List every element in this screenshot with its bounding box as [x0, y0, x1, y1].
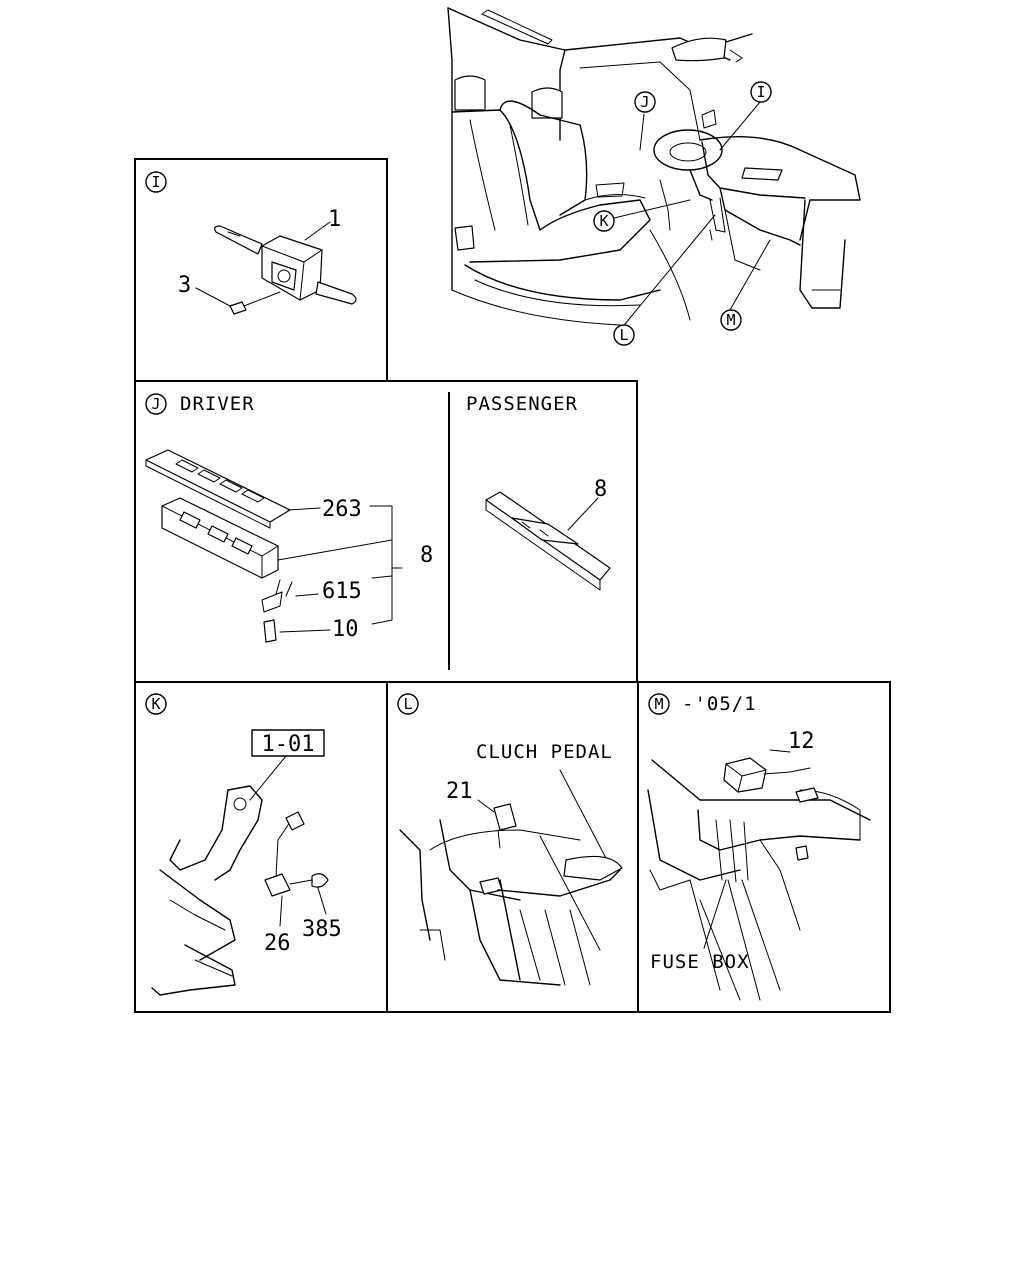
panel-k-part-26: 26 [264, 931, 291, 956]
panel-j-letter: J [151, 395, 160, 413]
panel-i-part-3: 3 [178, 273, 191, 298]
overview-callout-l: L [619, 326, 628, 344]
overview-callout-i: I [756, 83, 765, 101]
panel-j-part-8: 8 [420, 543, 433, 568]
overview-callout-k: K [599, 212, 608, 230]
panel-i-part-1: 1 [328, 207, 341, 232]
panel-j-part-10: 10 [332, 617, 359, 642]
panel-l-letter: L [403, 695, 412, 713]
panel-j-part-263: 263 [322, 497, 362, 522]
panel-j-power-window-switch: J DRIVER PASSENGER 263 8 615 10 [134, 380, 638, 683]
panel-m-part-12: 12 [788, 729, 815, 754]
panel-l-title: CLUCH PEDAL [476, 741, 613, 763]
panel-m-letter: M [654, 695, 663, 713]
panel-j-part-615: 615 [322, 579, 362, 604]
panel-m-title: -'05/1 [682, 693, 757, 715]
panel-l-part-21: 21 [446, 779, 473, 804]
panel-j-title-driver: DRIVER [180, 393, 255, 415]
panel-i-letter: I [151, 173, 160, 191]
panel-m-note: FUSE BOX [650, 951, 750, 973]
overview-callout-j: J [640, 93, 649, 111]
panel-l-clutch-pedal-switch: L CLUCH PEDAL 21 [386, 681, 639, 1013]
panel-k-brake-pedal-switch: K 1-01 26 385 [134, 681, 388, 1013]
panel-i-combination-switch: I 1 3 [134, 158, 388, 382]
overview-callout-m: M [726, 311, 735, 329]
vehicle-interior-overview: J I K L M [447, 7, 861, 346]
panel-m-relay: M -'05/1 12 FUSE BOX [637, 681, 891, 1013]
panel-j-passenger-part-8: 8 [594, 477, 607, 502]
panel-j-title-passenger: PASSENGER [466, 393, 578, 415]
panel-k-letter: K [151, 695, 160, 713]
panel-k-ref-box: 1-01 [262, 732, 315, 757]
panel-k-part-385: 385 [302, 917, 342, 942]
